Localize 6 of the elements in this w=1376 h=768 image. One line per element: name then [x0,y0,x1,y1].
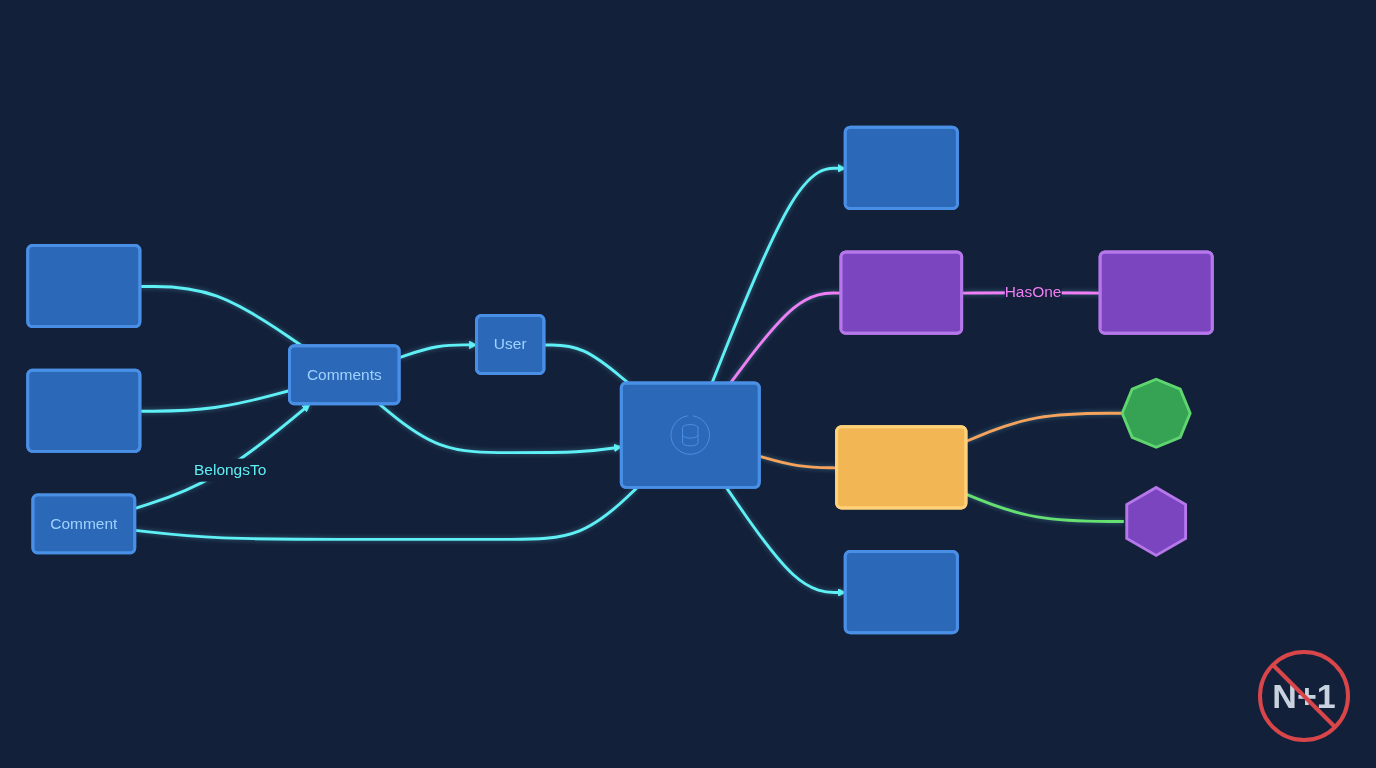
connector [965,493,1124,523]
node-octagon [1120,377,1192,449]
node-hexagon [1125,485,1188,558]
edge-label: BelongsTo [194,461,267,478]
arrow [134,403,311,510]
edge-label: HasOne [1004,283,1062,301]
